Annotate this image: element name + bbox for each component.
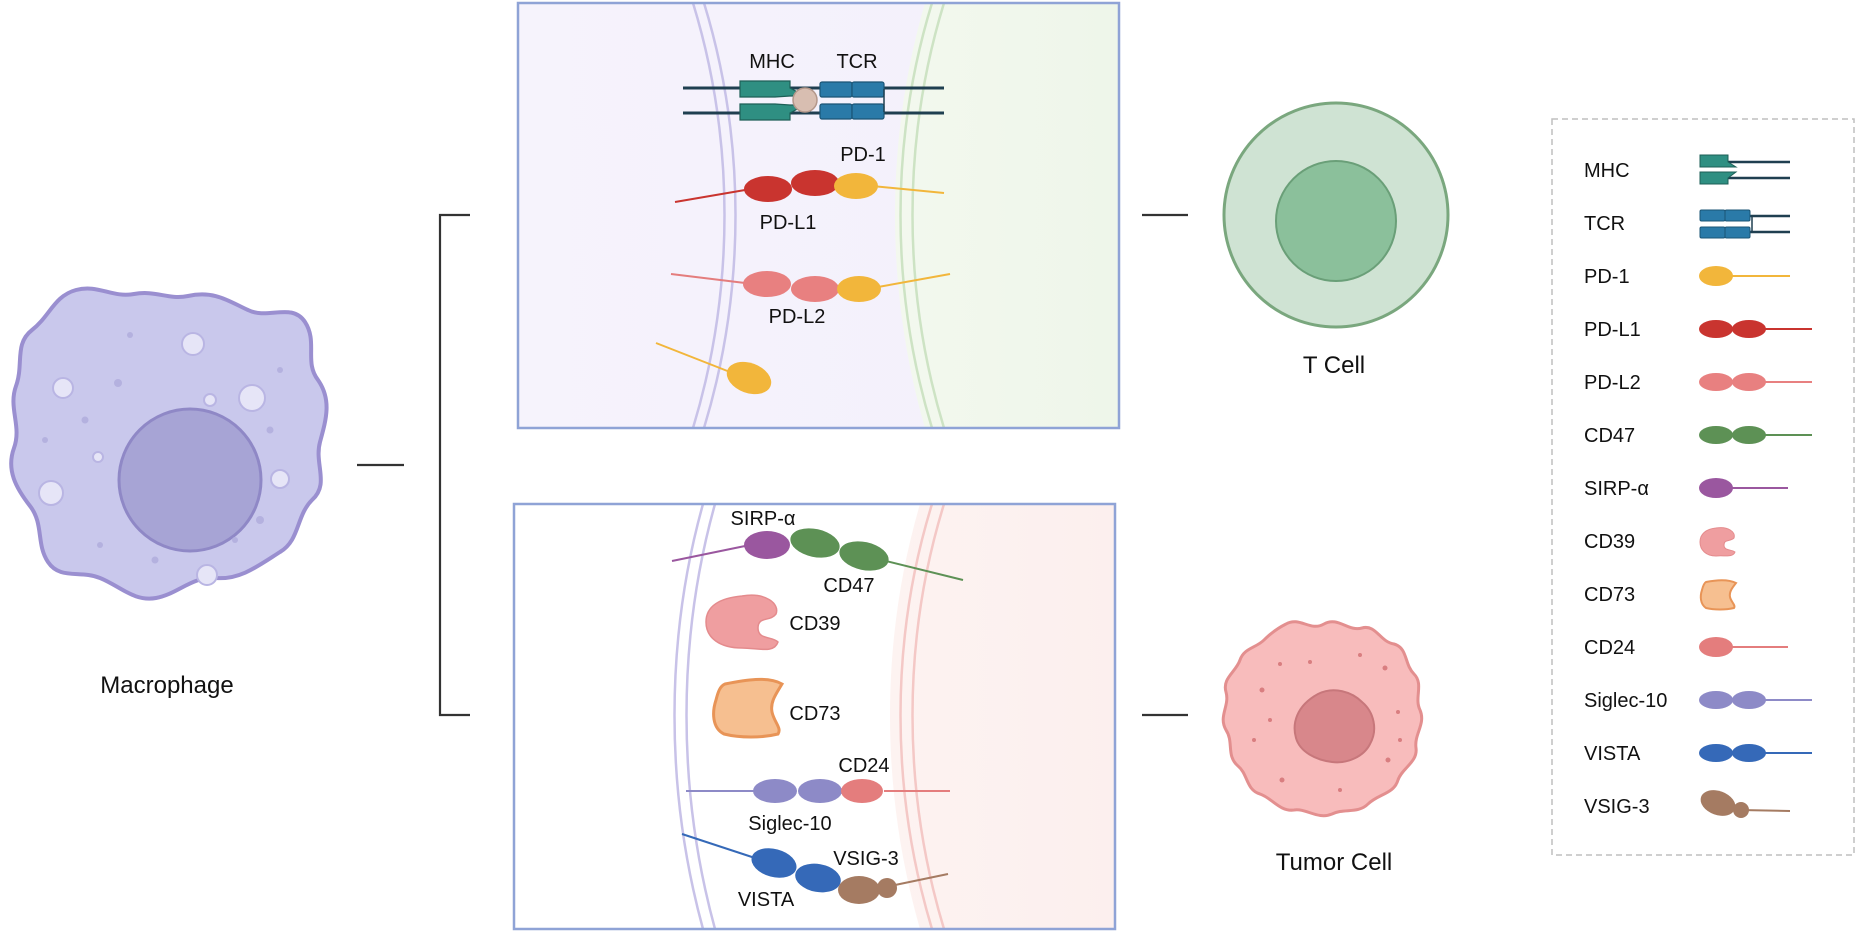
pd-1-icon xyxy=(834,173,878,199)
mhc-label: MHC xyxy=(749,51,795,73)
legend-label-pd-l2: PD-L2 xyxy=(1584,372,1641,394)
t-cell-label: T Cell xyxy=(1303,352,1365,379)
legend: MHC TCR PD-1 PD-L1 xyxy=(1551,118,1855,856)
free-pd-1 xyxy=(655,342,772,395)
cd24-label: CD24 xyxy=(838,755,889,777)
mhc-tcr-complex xyxy=(683,80,944,121)
pd-l1-pd-1-pair xyxy=(674,170,945,203)
cd73-icon xyxy=(1699,579,1738,611)
pd-1-icon xyxy=(1699,266,1790,286)
vista-vsig-3-pair xyxy=(681,833,949,904)
tumor-cell-granules xyxy=(1252,653,1402,792)
tumor-cell-membrane-bottom xyxy=(899,504,946,929)
macrophage-label: Macrophage xyxy=(100,672,233,699)
pd-1-label: PD-1 xyxy=(840,144,886,166)
cd39-label: CD39 xyxy=(789,613,840,635)
tcr-icon xyxy=(819,81,885,120)
vsig-3-icon xyxy=(838,876,880,904)
siglec-10-cd24-pair xyxy=(686,779,950,803)
vista-icon xyxy=(1699,744,1812,762)
pd-l1-label: PD-L1 xyxy=(760,212,817,234)
macrophage-membrane-bottom xyxy=(673,504,717,929)
tumor-cell xyxy=(1221,620,1424,818)
legend-label-cd39: CD39 xyxy=(1584,531,1635,553)
siglec-10-icon xyxy=(1699,691,1812,709)
vista-label: VISTA xyxy=(738,889,795,911)
connector-lines xyxy=(357,213,1188,717)
cd47-icon xyxy=(790,528,840,558)
tumor-cell-nucleus xyxy=(1293,689,1376,764)
legend-label-pd-l1: PD-L1 xyxy=(1584,319,1641,341)
pd-l2-icon xyxy=(1699,373,1812,391)
sirp-alpha-icon xyxy=(1699,478,1788,498)
sirp-alpha-icon xyxy=(744,531,790,559)
t-cell xyxy=(1222,101,1450,329)
macrophage xyxy=(9,286,329,601)
cd39-icon xyxy=(705,594,779,651)
pd-l2-icon xyxy=(743,271,791,297)
legend-label-cd24: CD24 xyxy=(1584,637,1635,659)
tcr-icon xyxy=(1699,209,1790,239)
macrophage-granules xyxy=(42,332,283,564)
legend-label-tcr: TCR xyxy=(1584,213,1625,235)
tcr-label: TCR xyxy=(836,51,877,73)
sirp-alpha-cd47-pair xyxy=(671,528,964,581)
macrophage-nucleus xyxy=(117,407,263,553)
vista-icon xyxy=(751,848,797,878)
pd-l2-label: PD-L2 xyxy=(769,306,826,328)
legend-label-vista: VISTA xyxy=(1584,743,1641,765)
legend-label-cd73: CD73 xyxy=(1584,584,1635,606)
t-cell-nucleus xyxy=(1275,160,1397,282)
cd73-label: CD73 xyxy=(789,703,840,725)
siglec-10-icon xyxy=(753,779,797,803)
t-cell-membrane-top xyxy=(899,3,946,428)
cd24-icon xyxy=(841,779,883,803)
legend-label-pd-1: PD-1 xyxy=(1584,266,1630,288)
cd47-label: CD47 xyxy=(823,575,874,597)
cd73-icon xyxy=(712,677,785,739)
bottom-interaction-panel: SIRP-α CD47 CD39 CD73 CD24 Siglec-10 VSI… xyxy=(512,502,1117,931)
legend-label-siglec-10: Siglec-10 xyxy=(1584,690,1667,712)
tumor-cell-label: Tumor Cell xyxy=(1276,849,1392,876)
siglec-10-label: Siglec-10 xyxy=(748,813,831,835)
macrophage-vesicles xyxy=(38,332,290,586)
legend-label-sirp-alpha: SIRP-α xyxy=(1584,478,1649,500)
cd47-icon xyxy=(1699,426,1812,444)
macrophage-membrane-top xyxy=(691,3,737,428)
legend-label-mhc: MHC xyxy=(1584,160,1630,182)
cd39-icon xyxy=(1699,527,1736,557)
pd-l2-pd-1-pair xyxy=(670,271,951,302)
top-interaction-panel: MHC TCR PD-1 PD-L1 PD-L2 xyxy=(516,1,1121,430)
peptide-antigen xyxy=(792,87,818,113)
sirp-alpha-label: SIRP-α xyxy=(731,508,796,530)
legend-label-cd47: CD47 xyxy=(1584,425,1635,447)
cd24-icon xyxy=(1699,637,1788,657)
mhc-icon xyxy=(1699,154,1790,185)
pd-l1-icon xyxy=(744,176,792,202)
legend-label-vsig-3: VSIG-3 xyxy=(1584,796,1650,818)
pd-l1-icon xyxy=(1699,320,1812,338)
vsig-3-icon xyxy=(1700,790,1791,818)
vsig-3-label: VSIG-3 xyxy=(833,848,899,870)
